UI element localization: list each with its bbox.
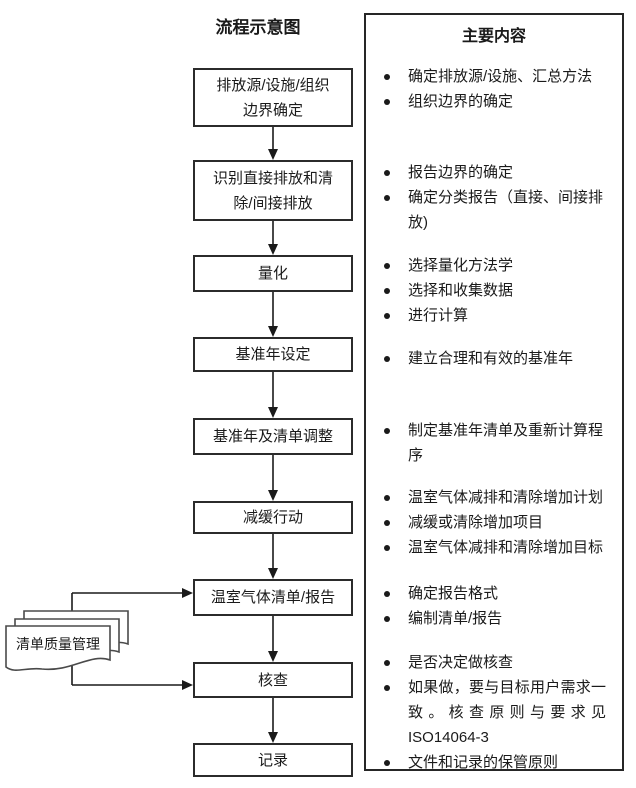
list-item: 确定分类报告（直接、间接排放) [384,185,610,235]
flow-box-ghg-report: 温室气体清单/报告 [193,579,353,616]
list-item: 报告边界的确定 [384,160,610,185]
document-stack [5,610,129,671]
arrow-down-icon [268,534,278,579]
bullet-dot-icon [384,660,390,666]
bullet-dot-icon [384,288,390,294]
left-column-title: 流程示意图 [215,18,301,37]
flow-box-emission-sources: 排放源/设施/组织 边界确定 [193,68,353,127]
flow-box-verification: 核查 [193,662,353,698]
bullet-dot-icon [384,356,390,362]
list-item: 制定基准年清单及重新计算程序 [384,418,610,468]
section-quantification: 选择量化方法学 选择和收集数据 进行计算 [384,253,610,328]
bullet-dot-icon [384,685,390,691]
arrow-down-icon [268,221,278,255]
section-verification: 是否决定做核查 如果做，要与目标用户需求一致。核查原则与要求见ISO14064-… [384,650,610,775]
section-base-year: 建立合理和有效的基准年 [384,346,610,371]
arrow-down-icon [268,292,278,337]
list-item: 文件和记录的保管原则 [384,750,610,775]
list-item: 选择量化方法学 [384,253,610,278]
flow-box-records: 记录 [193,743,353,777]
main-content-panel [364,13,624,771]
arrow-right-to-report-icon [72,588,193,598]
bullet-dot-icon [384,616,390,622]
arrow-right-to-verification-icon [72,680,193,690]
document-page-front [5,625,111,671]
flow-box-mitigation: 减缓行动 [193,501,353,534]
bullet-dot-icon [384,545,390,551]
flow-box-identify-emissions: 识别直接排放和清 除/间接排放 [193,160,353,221]
flow-connectors [71,127,278,743]
section-mitigation: 温室气体减排和清除增加计划 减缓或清除增加项目 温室气体减排和清除增加目标 [384,485,610,560]
bullet-dot-icon [384,263,390,269]
panel-title: 主要内容 [461,28,526,45]
flow-box-quantification: 量化 [193,255,353,292]
section-emission-sources: 确定排放源/设施、汇总方法 组织边界的确定 [384,64,610,114]
list-item: 确定排放源/设施、汇总方法 [384,64,610,89]
arrow-down-icon [268,698,278,743]
list-item: 确定报告格式 [384,581,610,606]
arrow-down-icon [268,455,278,501]
arrow-down-icon [268,372,278,418]
bullet-dot-icon [384,170,390,176]
list-item: 选择和收集数据 [384,278,610,303]
list-item: 建立合理和有效的基准年 [384,346,610,371]
bullet-dot-icon [384,760,390,766]
list-item: 减缓或清除增加项目 [384,510,610,535]
section-inventory-adjust: 制定基准年清单及重新计算程序 [384,418,610,468]
bullet-dot-icon [384,520,390,526]
list-item: 进行计算 [384,303,610,328]
flow-box-inventory-adjust: 基准年及清单调整 [193,418,353,455]
section-identify-emissions: 报告边界的确定 确定分类报告（直接、间接排放) [384,160,610,235]
bullet-dot-icon [384,99,390,105]
bullet-dot-icon [384,495,390,501]
bullet-dot-icon [384,428,390,434]
bullet-dot-icon [384,74,390,80]
quality-management-label: 清单质量管理 [16,636,100,652]
bullet-dot-icon [384,195,390,201]
arrow-down-icon [268,127,278,160]
arrow-down-icon [268,616,278,662]
list-item: 温室气体减排和清除增加计划 [384,485,610,510]
bullet-dot-icon [384,591,390,597]
bullet-dot-icon [384,313,390,319]
list-item: 编制清单/报告 [384,606,610,631]
section-ghg-report: 确定报告格式 编制清单/报告 [384,581,610,631]
list-item: 组织边界的确定 [384,89,610,114]
flow-box-base-year: 基准年设定 [193,337,353,372]
list-item: 温室气体减排和清除增加目标 [384,535,610,560]
list-item: 如果做，要与目标用户需求一致。核查原则与要求见ISO14064-3 [384,675,610,750]
list-item: 是否决定做核查 [384,650,610,675]
